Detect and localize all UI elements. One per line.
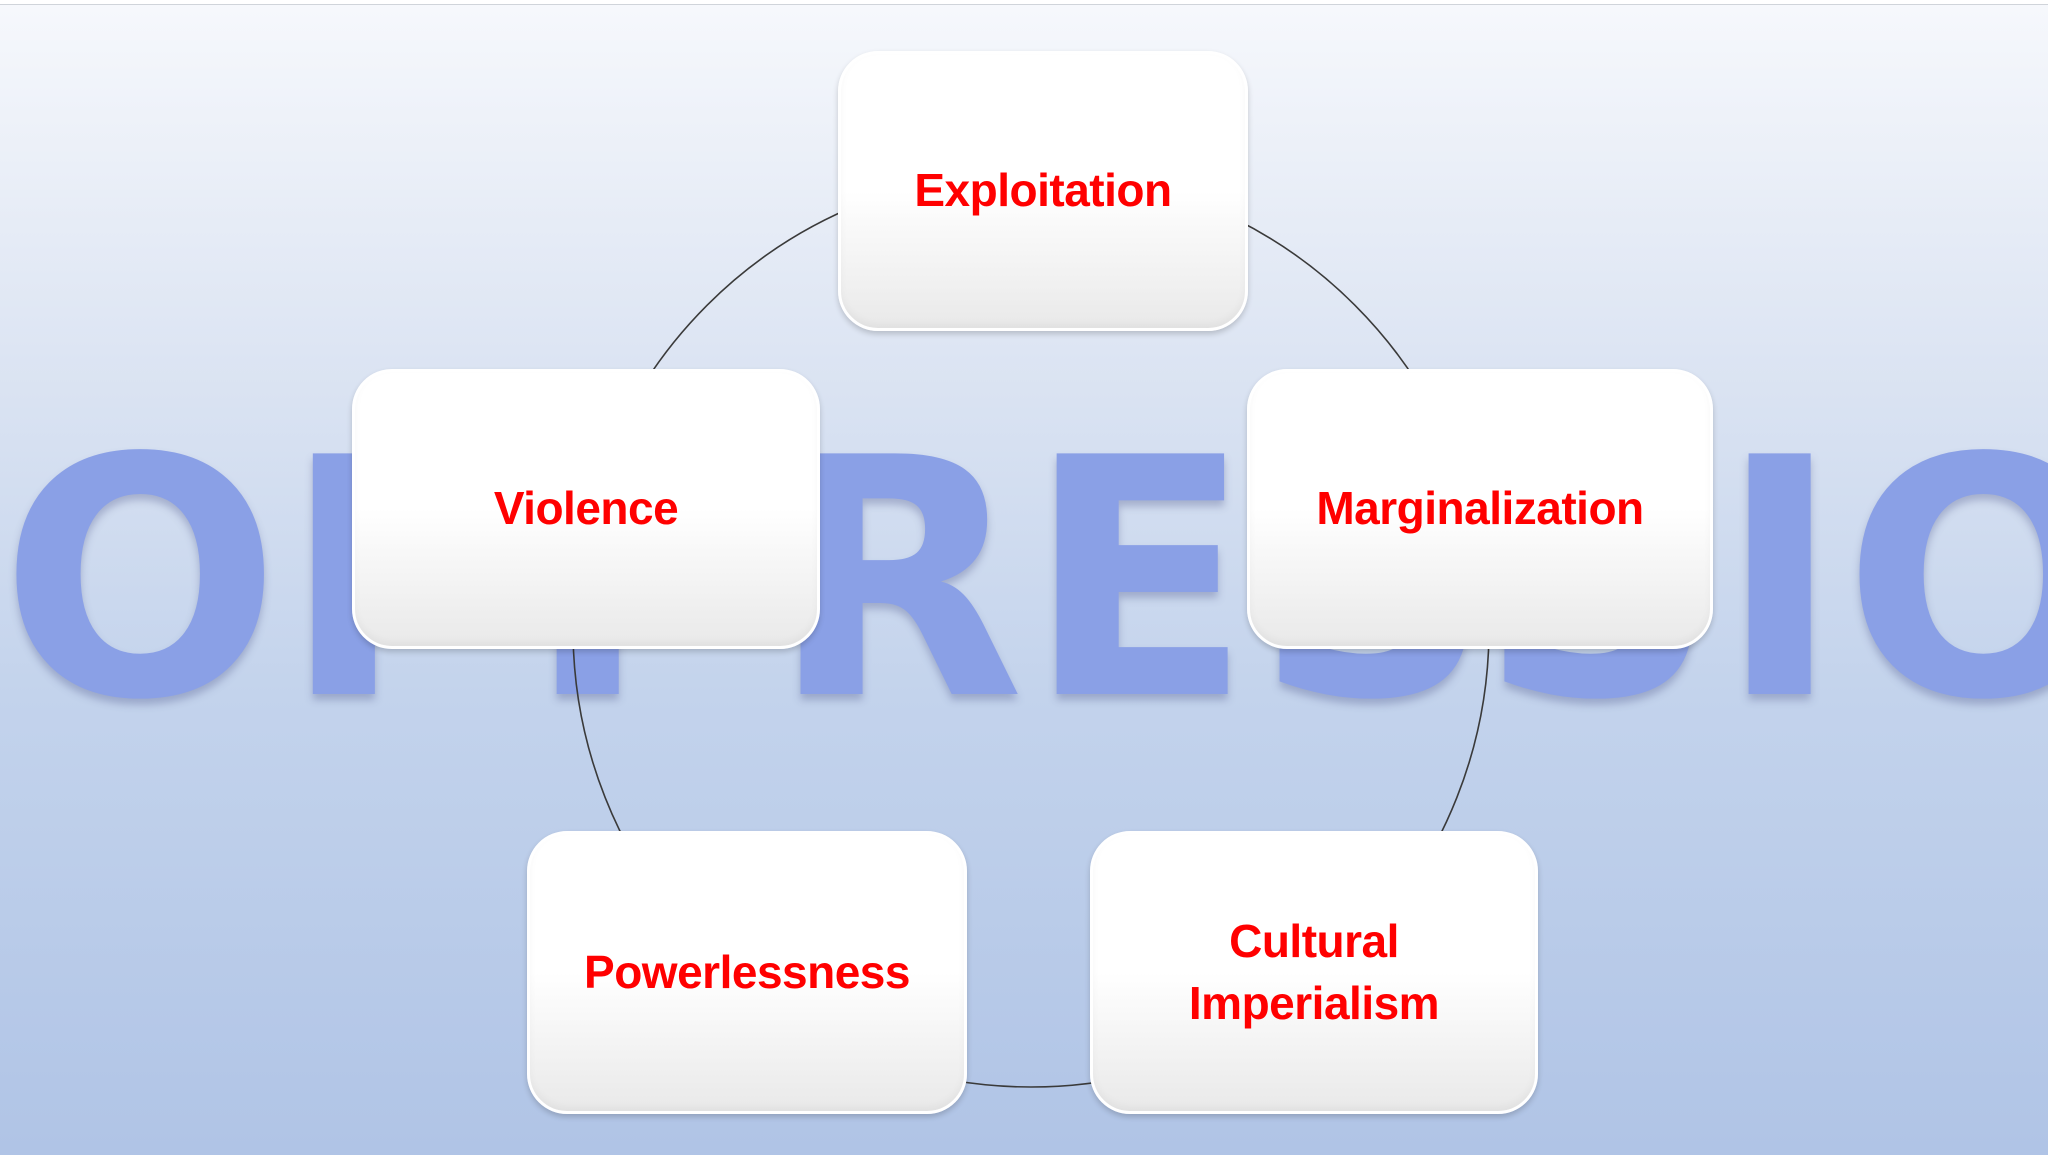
node-marginalization: Marginalization bbox=[1247, 369, 1713, 649]
node-label-line: Powerlessness bbox=[584, 945, 910, 998]
node-label-line: Marginalization bbox=[1316, 482, 1644, 535]
node-label: Cultural Imperialism bbox=[1188, 911, 1440, 1033]
node-powerlessness: Powerlessness bbox=[527, 831, 967, 1114]
node-exploitation: Exploitation bbox=[838, 51, 1248, 331]
node-label-line: Violence bbox=[493, 482, 679, 535]
node-violence: Violence bbox=[352, 369, 820, 649]
node-label-line: Exploitation bbox=[914, 164, 1172, 217]
node-label-line: Imperialism bbox=[1188, 976, 1440, 1029]
node-label-line: Cultural bbox=[1229, 915, 1399, 968]
node-label: Exploitation bbox=[914, 160, 1172, 221]
node-label: Powerlessness bbox=[584, 942, 910, 1003]
node-cultural-imperialism: Cultural Imperialism bbox=[1090, 831, 1538, 1114]
node-label: Violence bbox=[493, 478, 679, 539]
node-label: Marginalization bbox=[1316, 478, 1644, 539]
slide: OPPRESSION Exploitation Marginalization … bbox=[0, 4, 2048, 1155]
